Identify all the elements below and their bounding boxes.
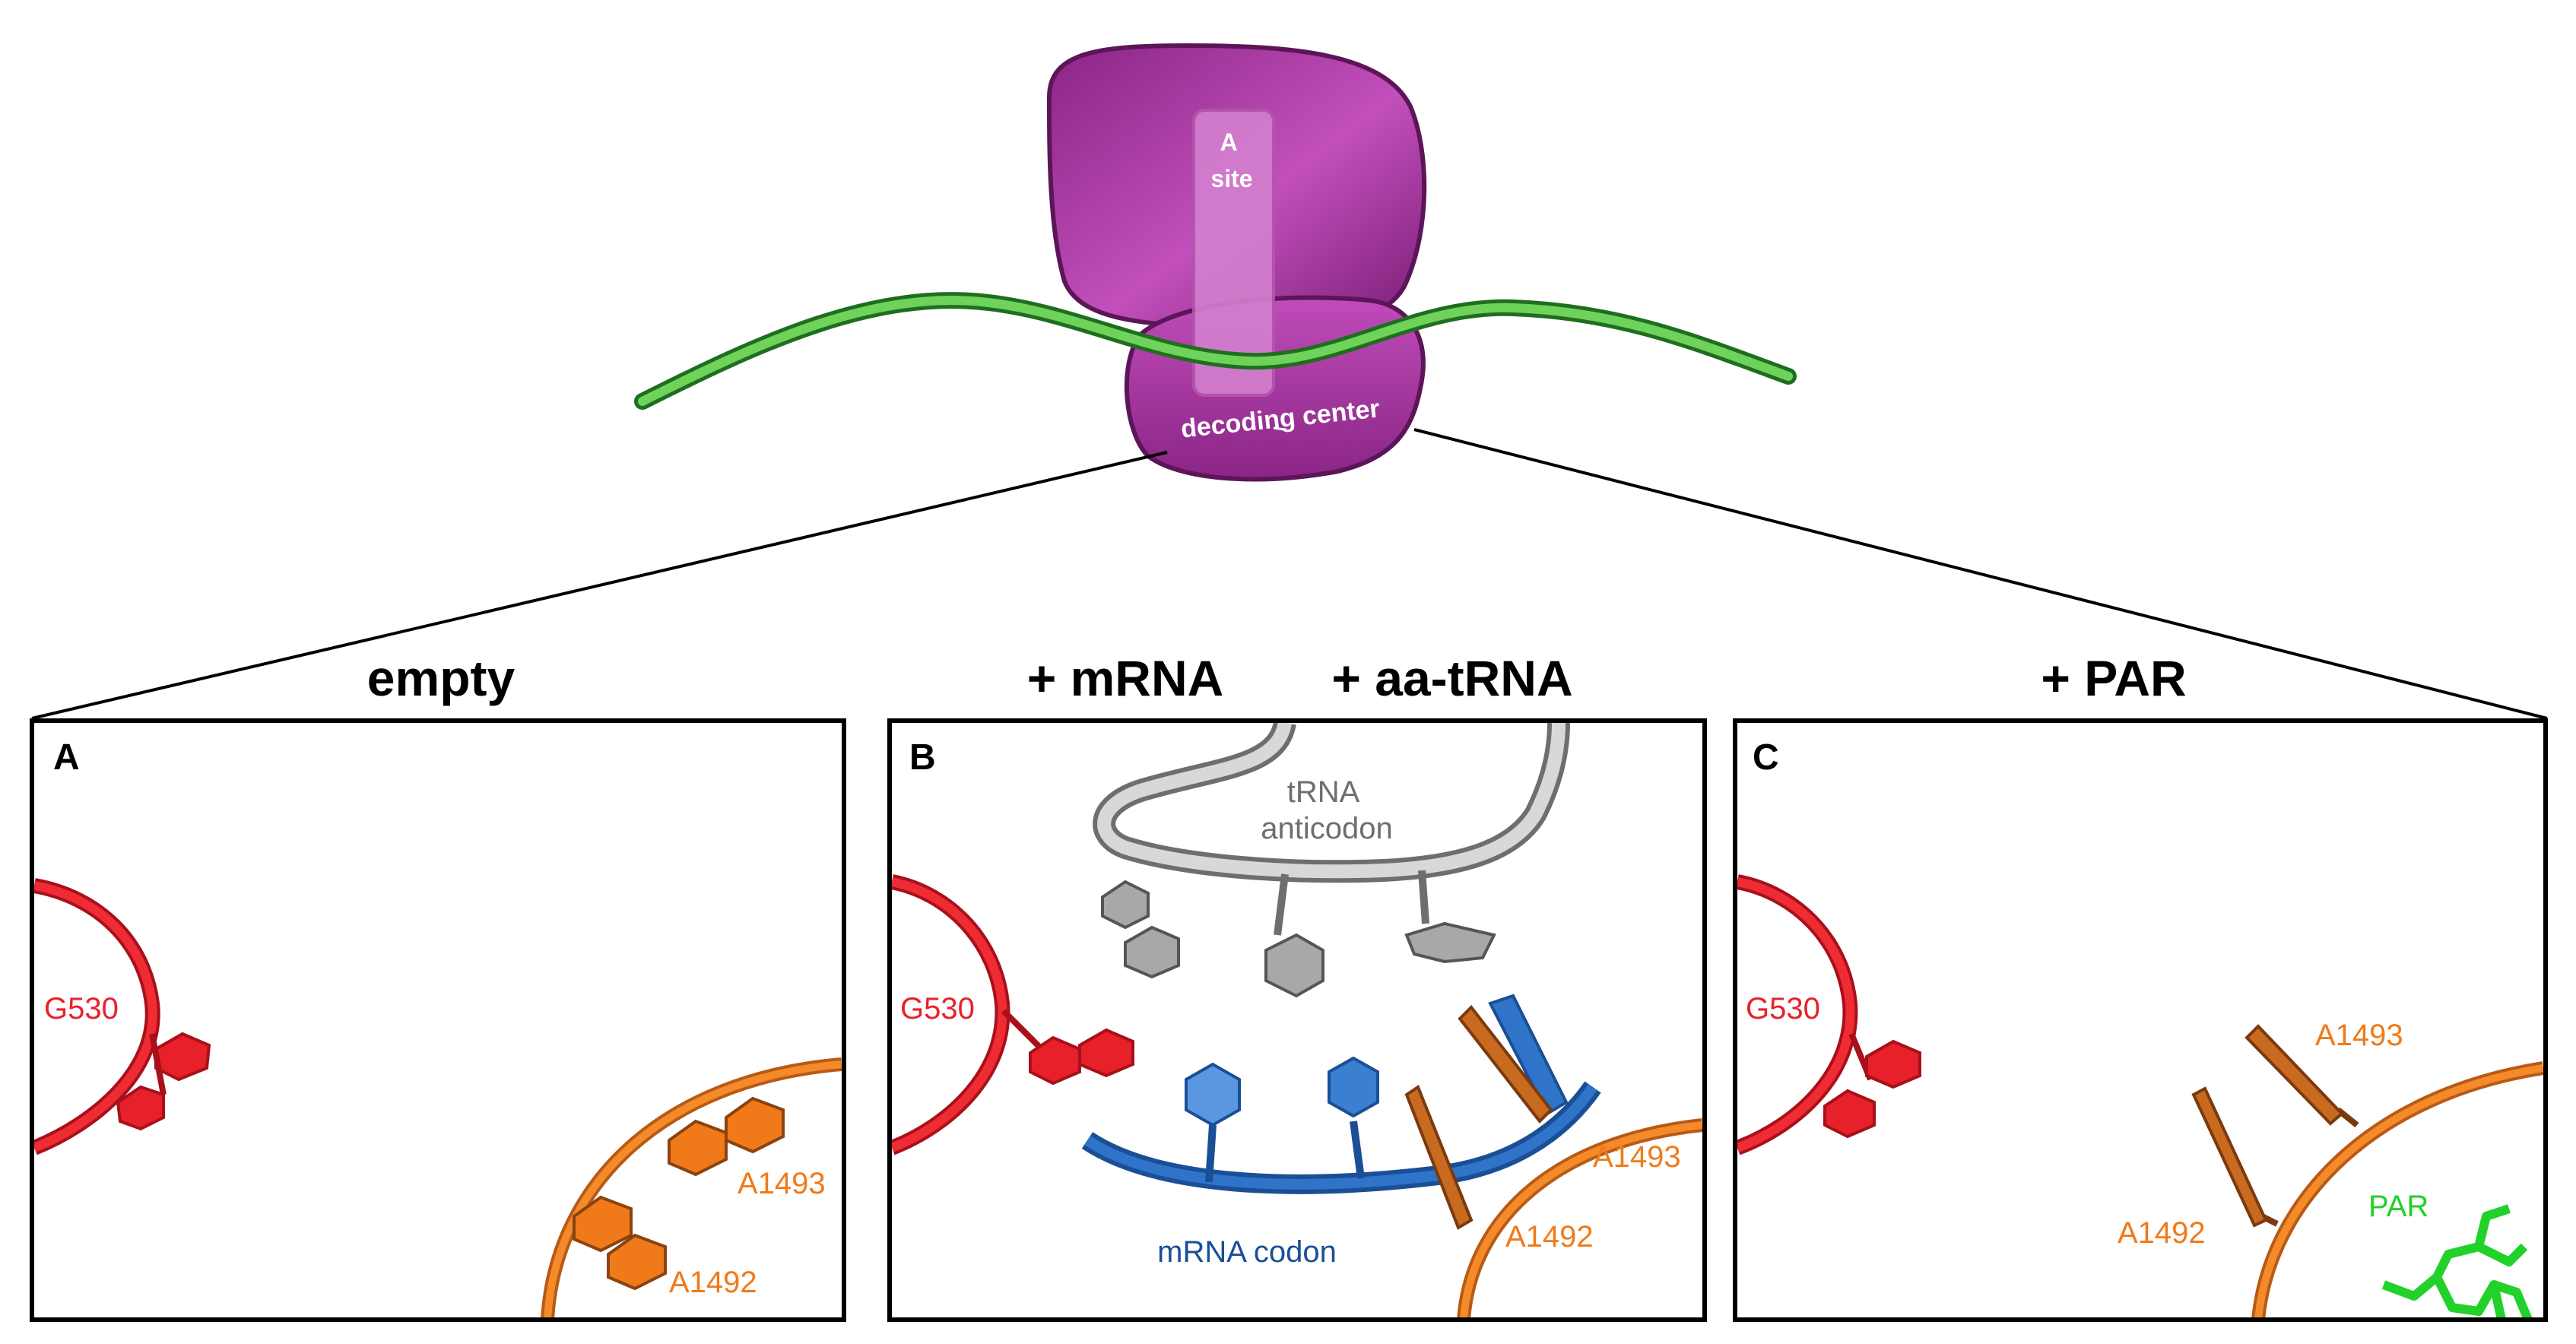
panel-c: C G530 A1493 A1492 PAR bbox=[1733, 718, 2548, 1322]
a-site-label: A site bbox=[1210, 128, 1252, 192]
a1492-base bbox=[573, 1195, 667, 1291]
panel-b-g530-label: G530 bbox=[900, 992, 975, 1025]
mrna-base-1 bbox=[1185, 1062, 1241, 1183]
mrna-base-3 bbox=[1488, 994, 1569, 1116]
panel-b-title-trna: + aa-tRNA bbox=[1331, 650, 1572, 706]
panel-a-a1493-label: A1493 bbox=[738, 1167, 826, 1200]
panel-b-title-mrna: + mRNA bbox=[1027, 650, 1224, 706]
panel-b-a1492-label: A1492 bbox=[1505, 1220, 1594, 1254]
a1493-base bbox=[1458, 1004, 1553, 1124]
a1492-base bbox=[1404, 1084, 1474, 1230]
a1493-base bbox=[668, 1096, 785, 1177]
mrna-base-2 bbox=[1328, 1056, 1379, 1179]
par-ligand bbox=[2381, 1204, 2533, 1317]
panel-c-letter: C bbox=[1753, 737, 1779, 778]
panel-a-title: empty bbox=[367, 650, 516, 706]
g530-base bbox=[116, 1032, 211, 1131]
trna-base-2 bbox=[1264, 873, 1324, 998]
a1492-base bbox=[2191, 1086, 2279, 1228]
g530-base bbox=[1823, 1032, 1921, 1139]
panel-a: A G530 A1493 A1492 bbox=[30, 718, 846, 1322]
trna-base-1 bbox=[1101, 880, 1180, 979]
panel-c-title: + PAR bbox=[2041, 650, 2186, 706]
panel-b-letter: B bbox=[909, 737, 936, 778]
panel-a-a1492-label: A1492 bbox=[669, 1266, 757, 1299]
panel-b-frame bbox=[887, 718, 1707, 1322]
panel-c-g530-label: G530 bbox=[1746, 992, 1820, 1025]
panel-c-par-label: PAR bbox=[2368, 1190, 2428, 1223]
panel-a-g530-label: G530 bbox=[44, 992, 119, 1025]
panel-c-frame bbox=[1733, 718, 2548, 1322]
a-site-channel bbox=[1192, 109, 1275, 397]
panel-b: B tRNA anticodon G530 mRNA codon A1493 A… bbox=[887, 718, 1707, 1322]
panel-b-a1493-label: A1493 bbox=[1593, 1140, 1681, 1174]
panel-a-letter: A bbox=[53, 737, 80, 778]
panel-a-frame bbox=[30, 718, 846, 1322]
ribosome-schematic: A site decoding center bbox=[634, 43, 1797, 482]
zoom-lines bbox=[31, 428, 2548, 720]
panel-c-a1493-label: A1493 bbox=[2315, 1019, 2403, 1052]
a1493-base bbox=[2244, 1024, 2359, 1128]
panel-b-mrna-codon-label: mRNA codon bbox=[1157, 1235, 1337, 1269]
trna-base-3 bbox=[1404, 870, 1496, 964]
panel-b-trna-label: tRNA anticodon bbox=[1261, 775, 1392, 845]
panel-c-a1492-label: A1492 bbox=[2118, 1216, 2206, 1250]
g530-base bbox=[1001, 1009, 1134, 1086]
